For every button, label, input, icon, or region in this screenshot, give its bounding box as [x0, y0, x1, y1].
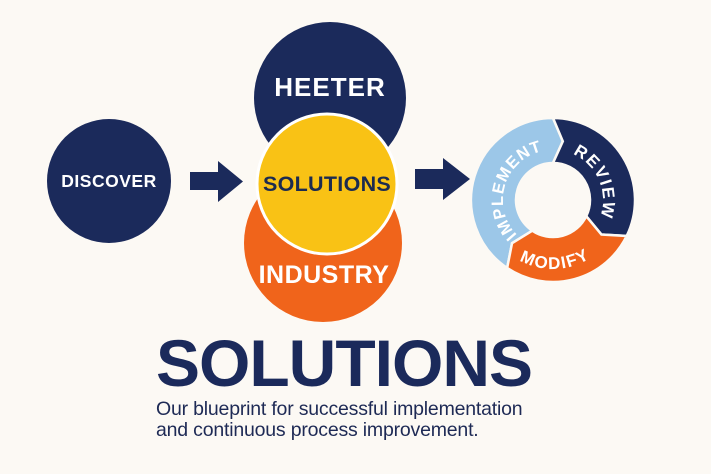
discover-label: DISCOVER [61, 171, 156, 191]
heeter-label: HEETER [274, 72, 385, 102]
cycle-ring [469, 116, 637, 284]
flow-arrow-2-icon [415, 158, 470, 200]
cycle-segment-implement [469, 116, 565, 271]
cycle-segment-modify [505, 213, 629, 284]
subtitle-line2: and continuous process improvement. [156, 419, 479, 442]
flow-arrow-1-icon [190, 161, 243, 202]
cycle-segment-review [551, 116, 637, 238]
discover-circle [47, 119, 171, 243]
subtitle-line1: Our blueprint for successful implementat… [156, 397, 523, 420]
subtitle: Our blueprint for successful implementat… [156, 397, 576, 442]
industry-label: INDUSTRY [259, 261, 390, 289]
main-title: SOLUTIONS [156, 326, 533, 400]
solutions-circle-label: SOLUTIONS [263, 172, 391, 196]
solutions-circle [255, 112, 399, 256]
title-block: SOLUTIONS Our blueprint for successful i… [156, 326, 576, 442]
